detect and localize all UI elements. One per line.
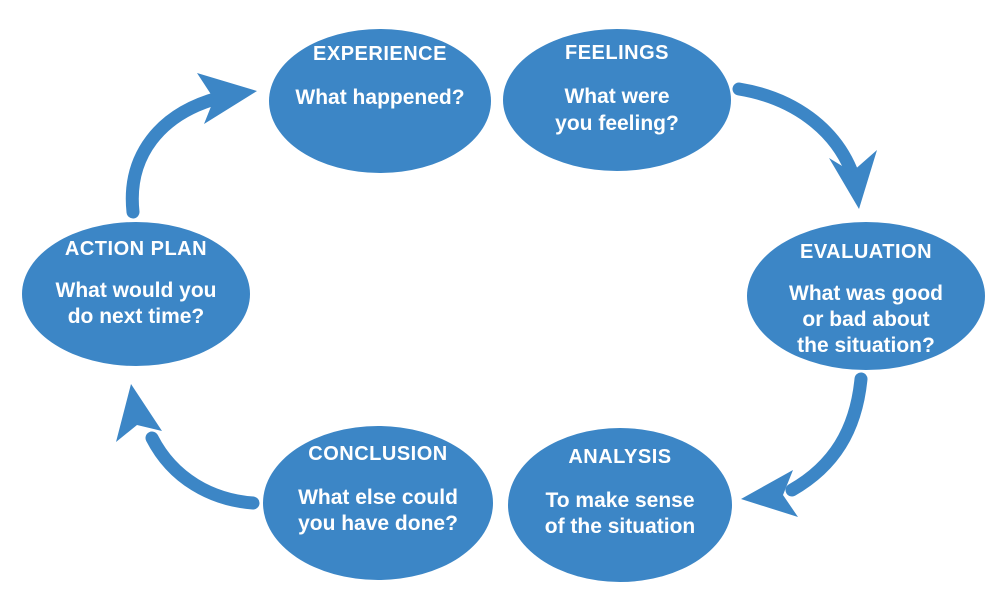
node-evaluation-text: or bad about bbox=[802, 308, 929, 331]
arrow-feelings-to-evaluation bbox=[732, 82, 877, 209]
node-feelings-text: you feeling? bbox=[555, 112, 679, 135]
arrow-evaluation-to-analysis bbox=[741, 372, 868, 517]
node-experience-text: What happened? bbox=[295, 86, 464, 109]
node-evaluation-shape bbox=[747, 222, 985, 370]
arrow-action-plan-to-experience bbox=[125, 73, 257, 219]
node-analysis-title: ANALYSIS bbox=[568, 446, 671, 468]
node-feelings-shape bbox=[503, 29, 731, 171]
node-feelings-title: FEELINGS bbox=[565, 42, 669, 64]
node-evaluation-text: the situation? bbox=[797, 334, 935, 357]
arrow-shaft bbox=[785, 372, 868, 497]
node-action-plan: ACTION PLAN What would you do next time? bbox=[22, 222, 250, 366]
node-evaluation: EVALUATION What was good or bad about th… bbox=[747, 222, 985, 370]
node-experience: EXPERIENCE What happened? bbox=[269, 29, 491, 173]
node-action-plan-title: ACTION PLAN bbox=[65, 238, 207, 260]
node-action-plan-shape bbox=[22, 222, 250, 366]
node-conclusion-title: CONCLUSION bbox=[308, 443, 447, 465]
node-experience-shape bbox=[269, 29, 491, 173]
arrowhead-down-icon bbox=[829, 150, 877, 209]
arrow-shaft bbox=[145, 431, 260, 510]
arrowhead-up-icon bbox=[116, 384, 162, 442]
arrowhead-left-icon bbox=[741, 470, 798, 517]
arrowhead-right-icon bbox=[197, 73, 257, 124]
node-feelings-text: What were bbox=[564, 85, 669, 108]
node-analysis-text: of the situation bbox=[545, 515, 696, 538]
node-experience-title: EXPERIENCE bbox=[313, 43, 447, 65]
node-feelings: FEELINGS What were you feeling? bbox=[503, 29, 731, 171]
node-analysis: ANALYSIS To make sense of the situation bbox=[508, 428, 732, 582]
arrow-shaft bbox=[125, 91, 225, 219]
arrow-shaft bbox=[732, 82, 858, 177]
node-analysis-shape bbox=[508, 428, 732, 582]
node-conclusion-text: What else could bbox=[298, 486, 458, 509]
node-evaluation-title: EVALUATION bbox=[800, 241, 932, 263]
node-conclusion-shape bbox=[263, 426, 493, 580]
node-conclusion-text: you have done? bbox=[298, 512, 458, 535]
node-evaluation-text: What was good bbox=[789, 282, 943, 305]
node-conclusion: CONCLUSION What else could you have done… bbox=[263, 426, 493, 580]
node-action-plan-text: do next time? bbox=[68, 305, 205, 328]
arrow-conclusion-to-action-plan bbox=[116, 384, 260, 510]
node-analysis-text: To make sense bbox=[545, 489, 694, 512]
node-action-plan-text: What would you bbox=[56, 279, 217, 302]
